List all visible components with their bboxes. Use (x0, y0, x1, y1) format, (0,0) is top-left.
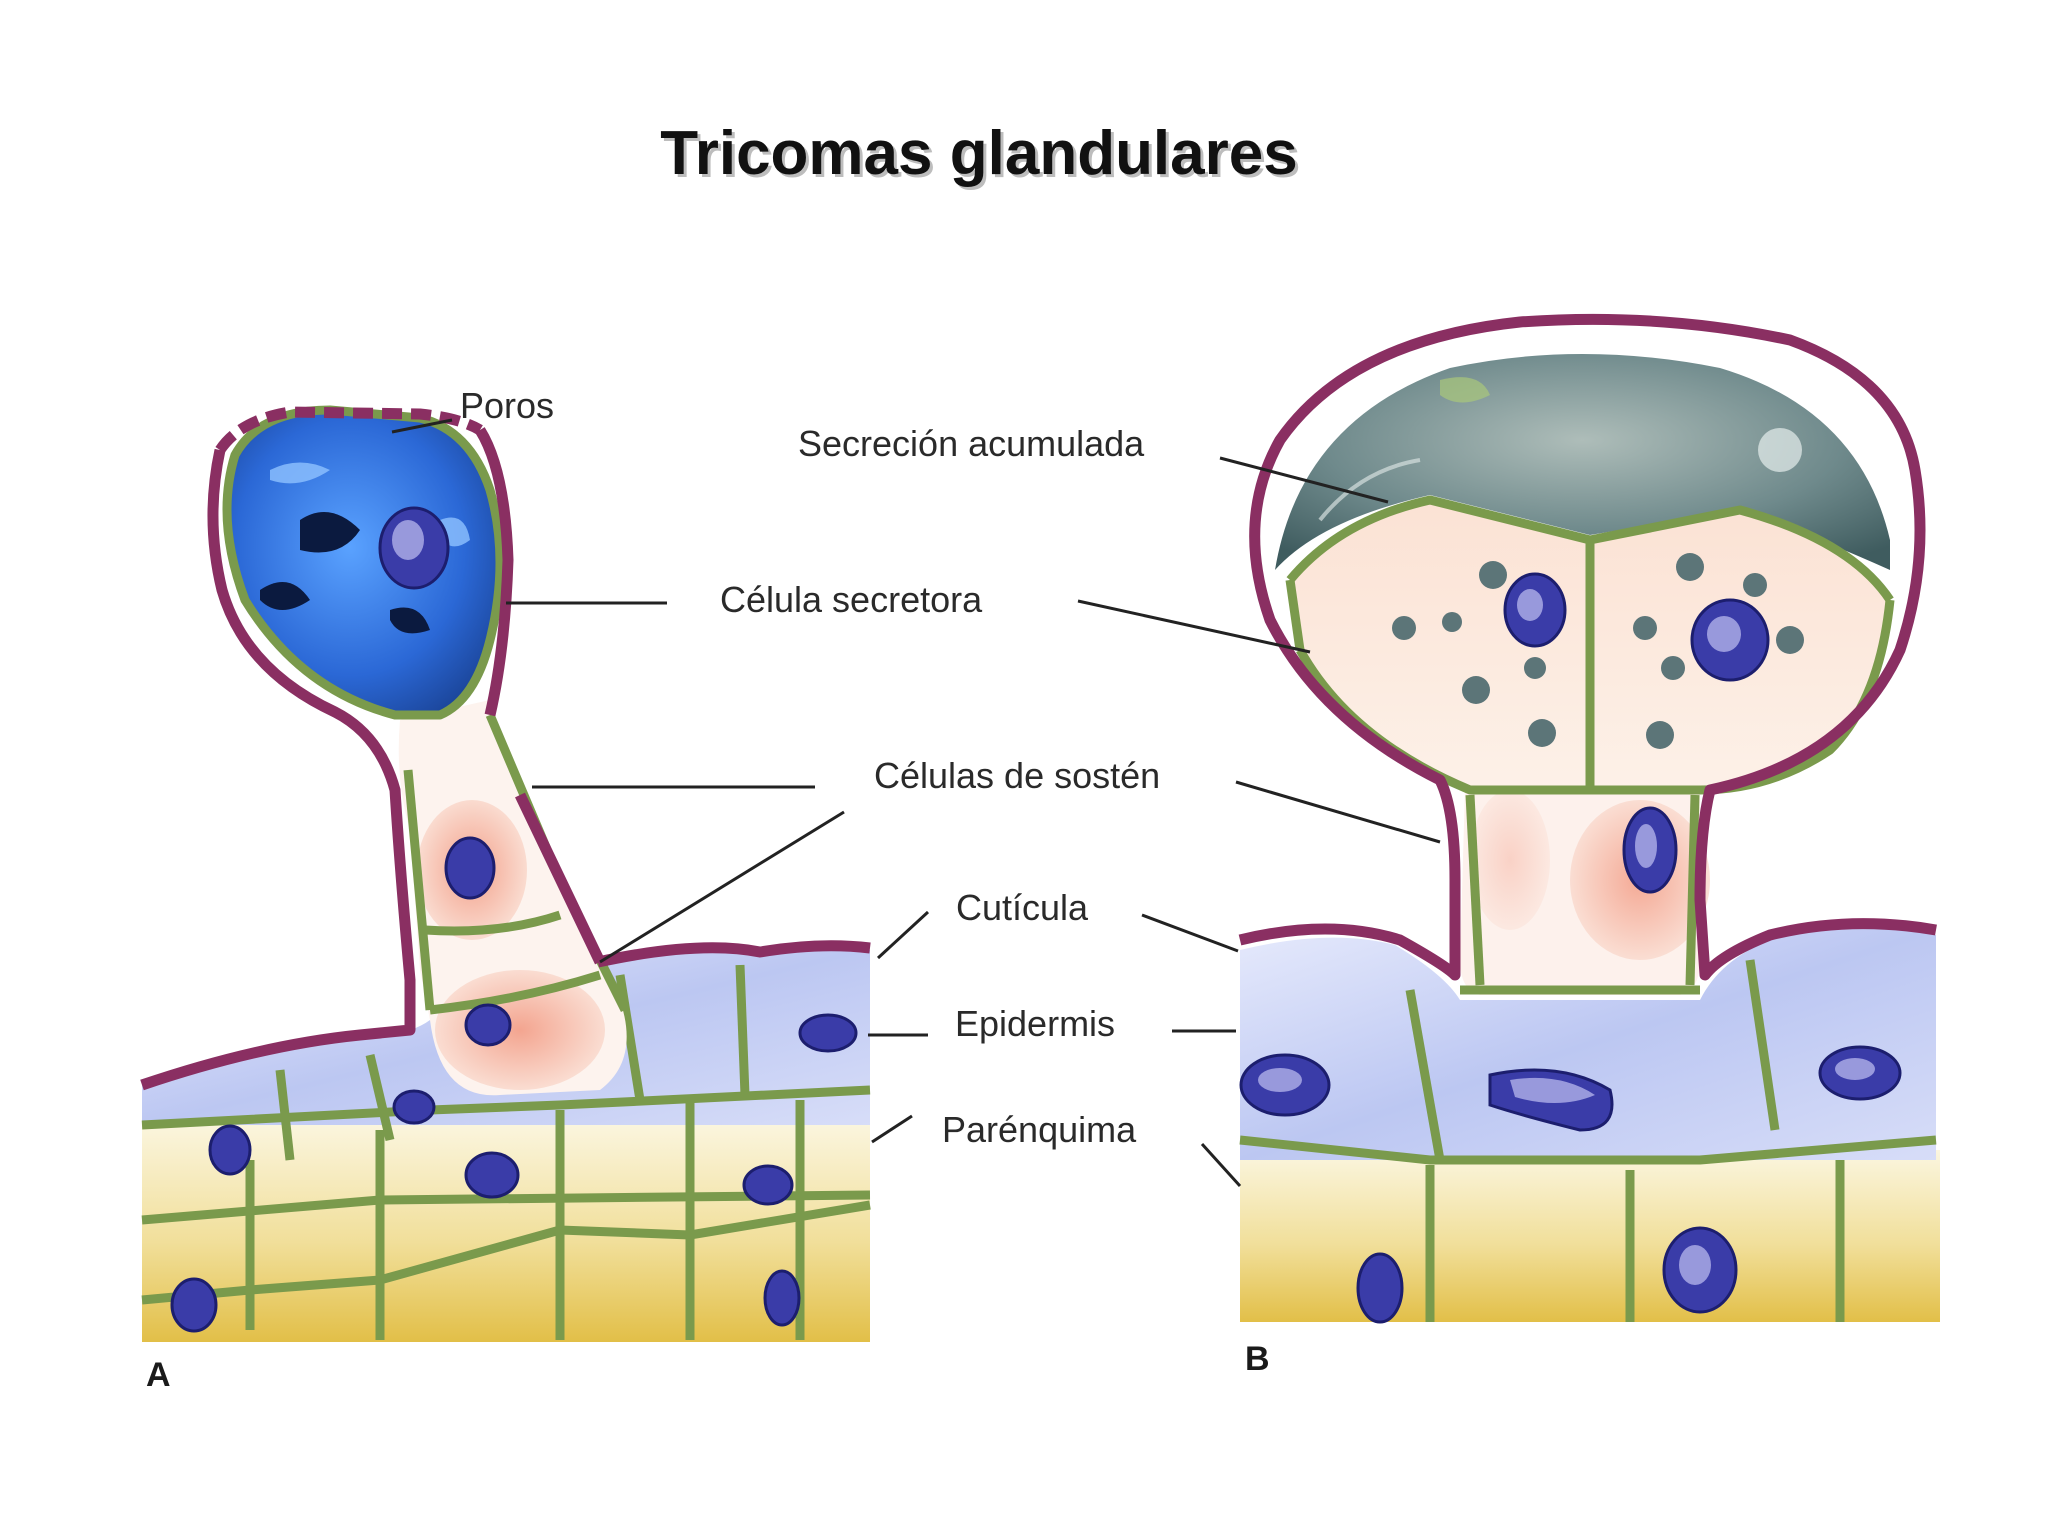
label-epidermis: Epidermis (955, 1003, 1115, 1044)
page-title: Tricomas glandulares (660, 119, 1298, 188)
panel-a-illustration (140, 405, 871, 1342)
panel-label-a: A (146, 1356, 171, 1394)
panel-b-illustration (1238, 313, 1940, 1324)
epidermis-b (1240, 928, 1936, 1160)
secretory-cell-a (227, 410, 500, 715)
panel-label-b: B (1245, 1340, 1270, 1378)
cuticle-a (140, 448, 416, 1091)
parenchyma-b (1240, 1150, 1940, 1322)
label-celulas-de-sosten: Células de sostén (874, 755, 1160, 796)
leader-lines (391, 418, 1441, 1188)
accumulated-secretion (1275, 354, 1890, 570)
label-cuticula: Cutícula (956, 887, 1089, 928)
label-celula-secretora: Célula secretora (720, 579, 983, 620)
label-poros: Poros (460, 385, 554, 426)
secretory-cell-b-left (1290, 500, 1590, 790)
label-secrecion-acumulada: Secreción acumulada (798, 423, 1145, 464)
label-parenquima: Parénquima (942, 1109, 1137, 1150)
cuticle-b (1238, 313, 1937, 981)
